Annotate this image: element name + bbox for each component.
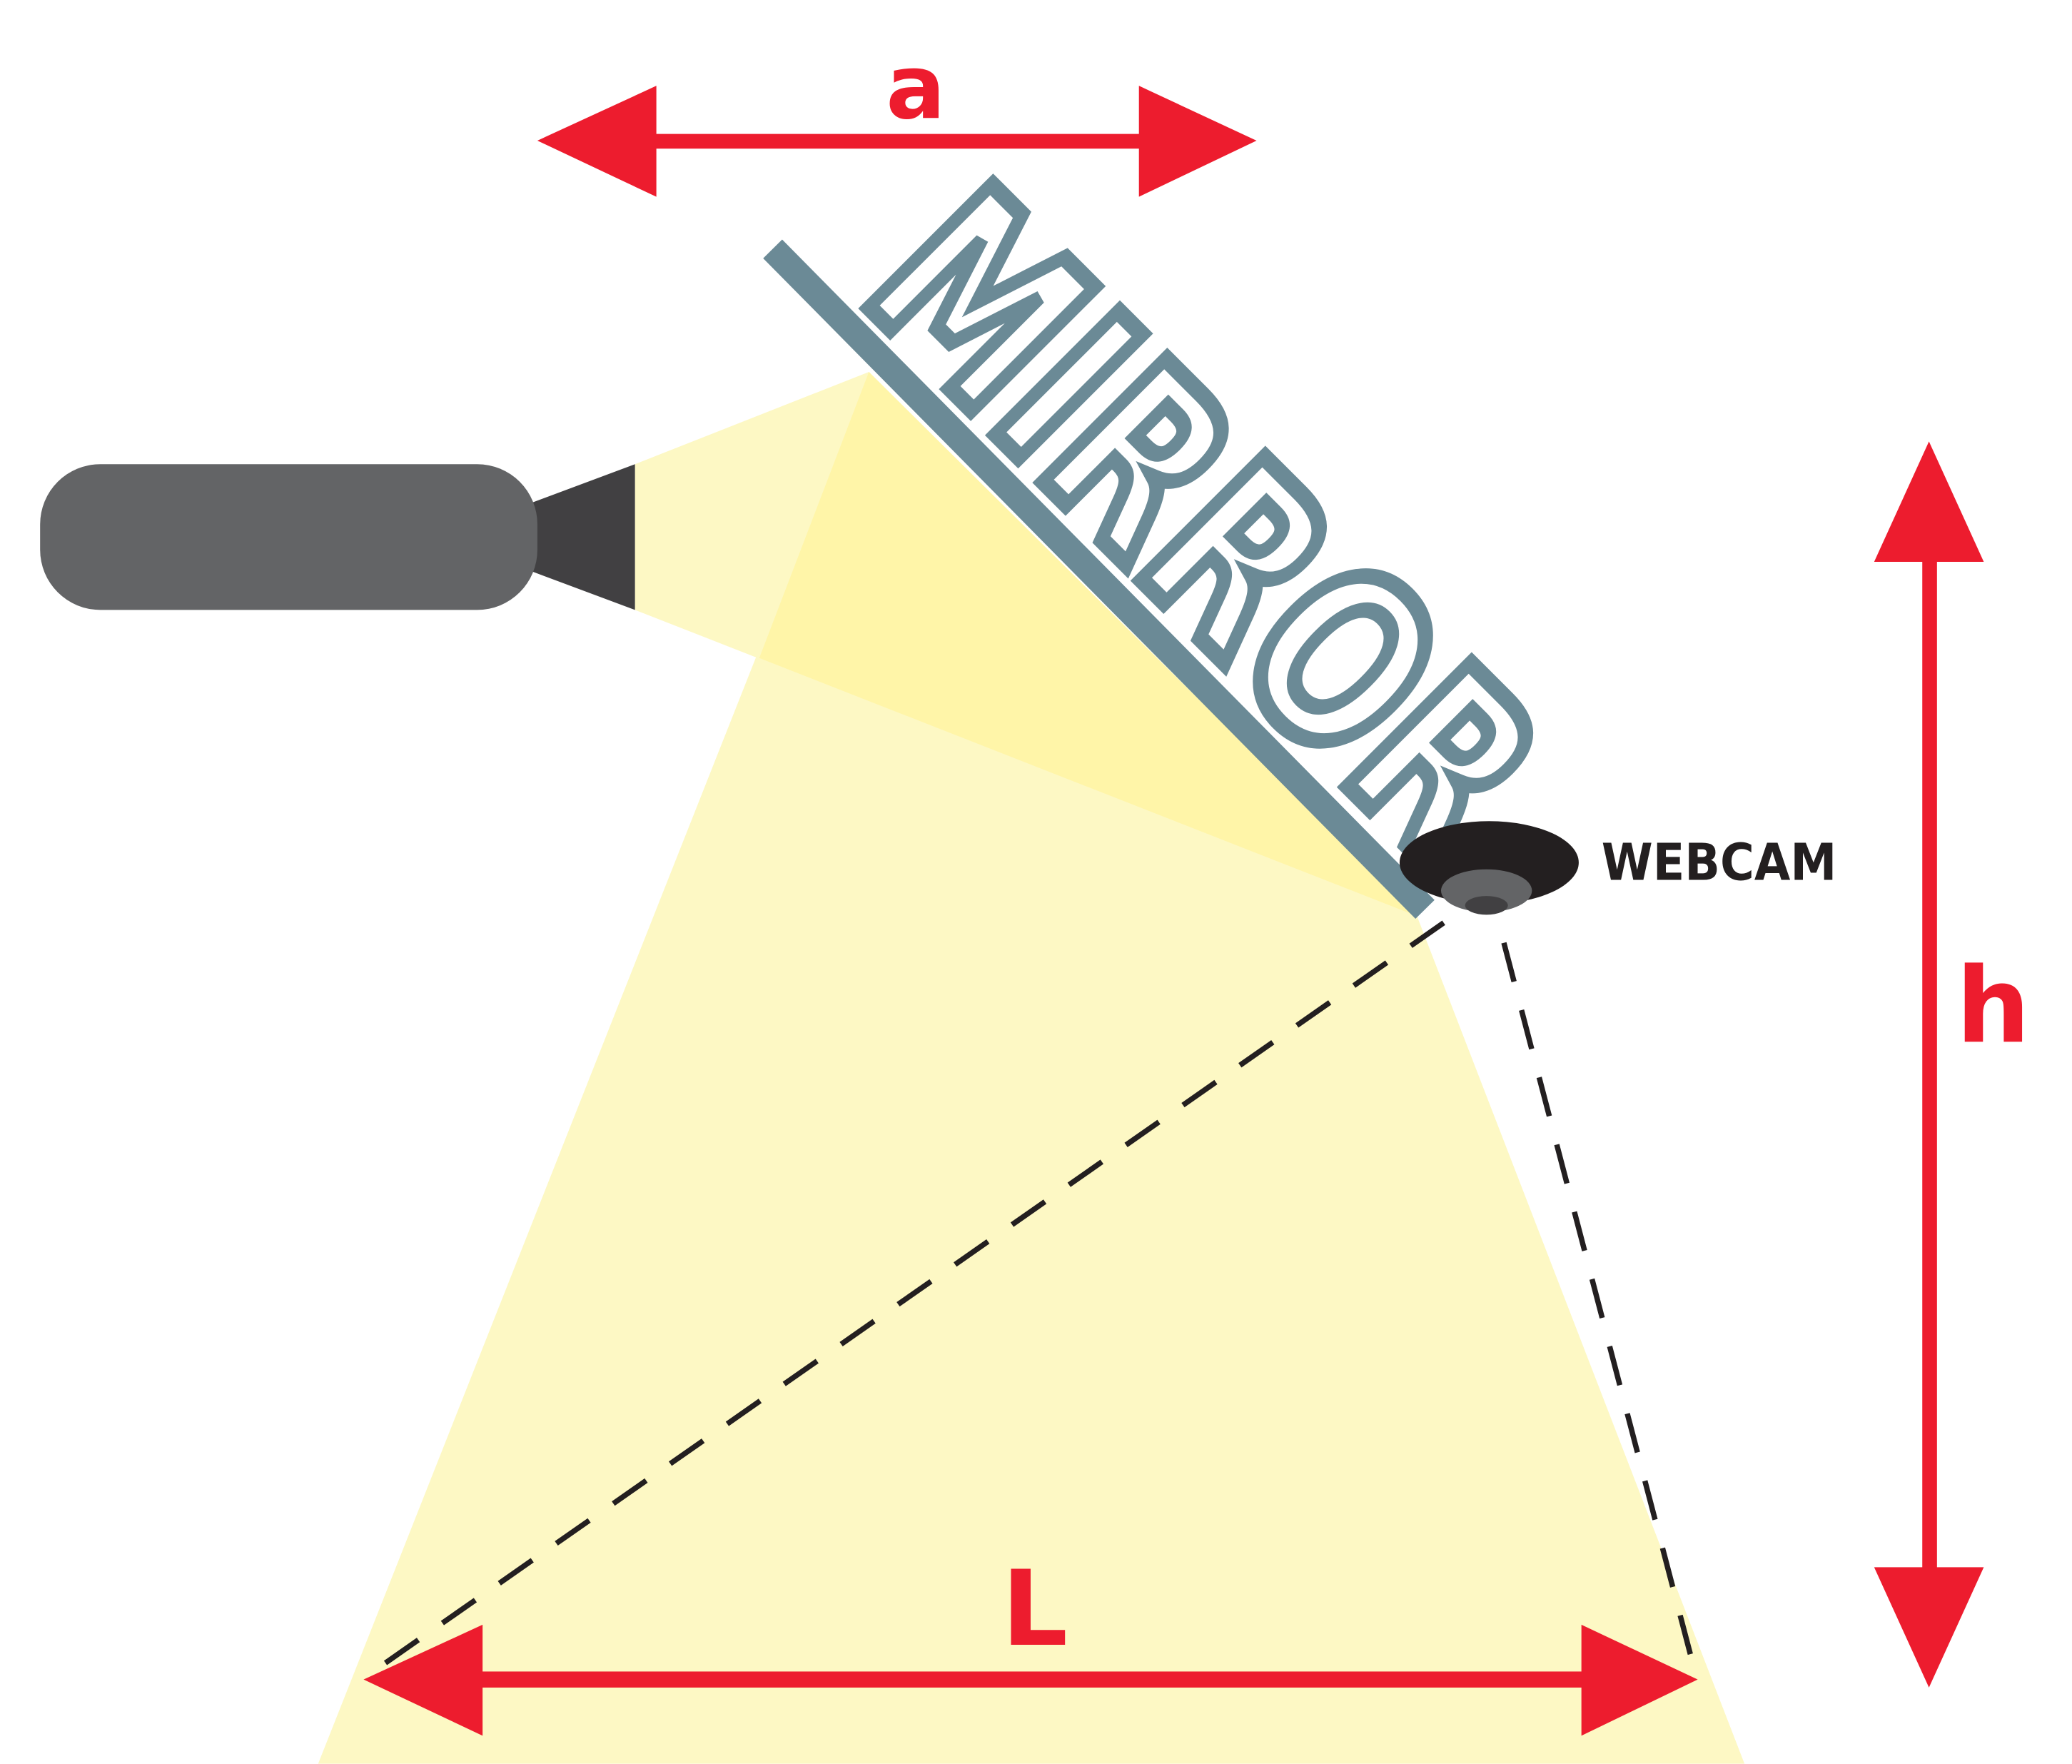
dimension-h-line bbox=[1922, 555, 1937, 1574]
flashlight bbox=[40, 464, 635, 610]
webcam-lens bbox=[1465, 896, 1508, 915]
dimension-L-label: L bbox=[1001, 1548, 1068, 1670]
dimension-a-line bbox=[652, 133, 1142, 149]
flashlight-head bbox=[524, 464, 635, 610]
dimension-a: a bbox=[537, 36, 1257, 197]
arrowhead-left-icon bbox=[363, 1624, 483, 1736]
webcam-lens-ring bbox=[1440, 869, 1532, 912]
dimension-a-label: a bbox=[886, 36, 945, 139]
dimension-h-label: h bbox=[1956, 945, 2030, 1067]
webcam-view-line-left bbox=[362, 920, 1445, 1680]
webcam-view-line-right bbox=[1501, 942, 1701, 1683]
arrowhead-left-icon bbox=[537, 86, 657, 197]
arrowhead-right-icon bbox=[1581, 1624, 1698, 1736]
flashlight-body bbox=[40, 464, 537, 610]
mirror-surface bbox=[763, 239, 1435, 919]
reflected-light-beam bbox=[318, 371, 1745, 1764]
arrowhead-down-icon bbox=[1874, 1567, 1984, 1688]
arrowhead-up-icon bbox=[1874, 441, 1984, 562]
dimension-h: h bbox=[1874, 441, 2030, 1688]
light-overlap bbox=[759, 371, 1417, 917]
dimension-L: L bbox=[363, 1548, 1698, 1736]
arrowhead-right-icon bbox=[1138, 86, 1257, 197]
dimension-L-line bbox=[475, 1671, 1589, 1688]
webcam-label: WEBCAM bbox=[1602, 833, 1837, 892]
webcam: WEBCAM bbox=[1399, 821, 1837, 915]
